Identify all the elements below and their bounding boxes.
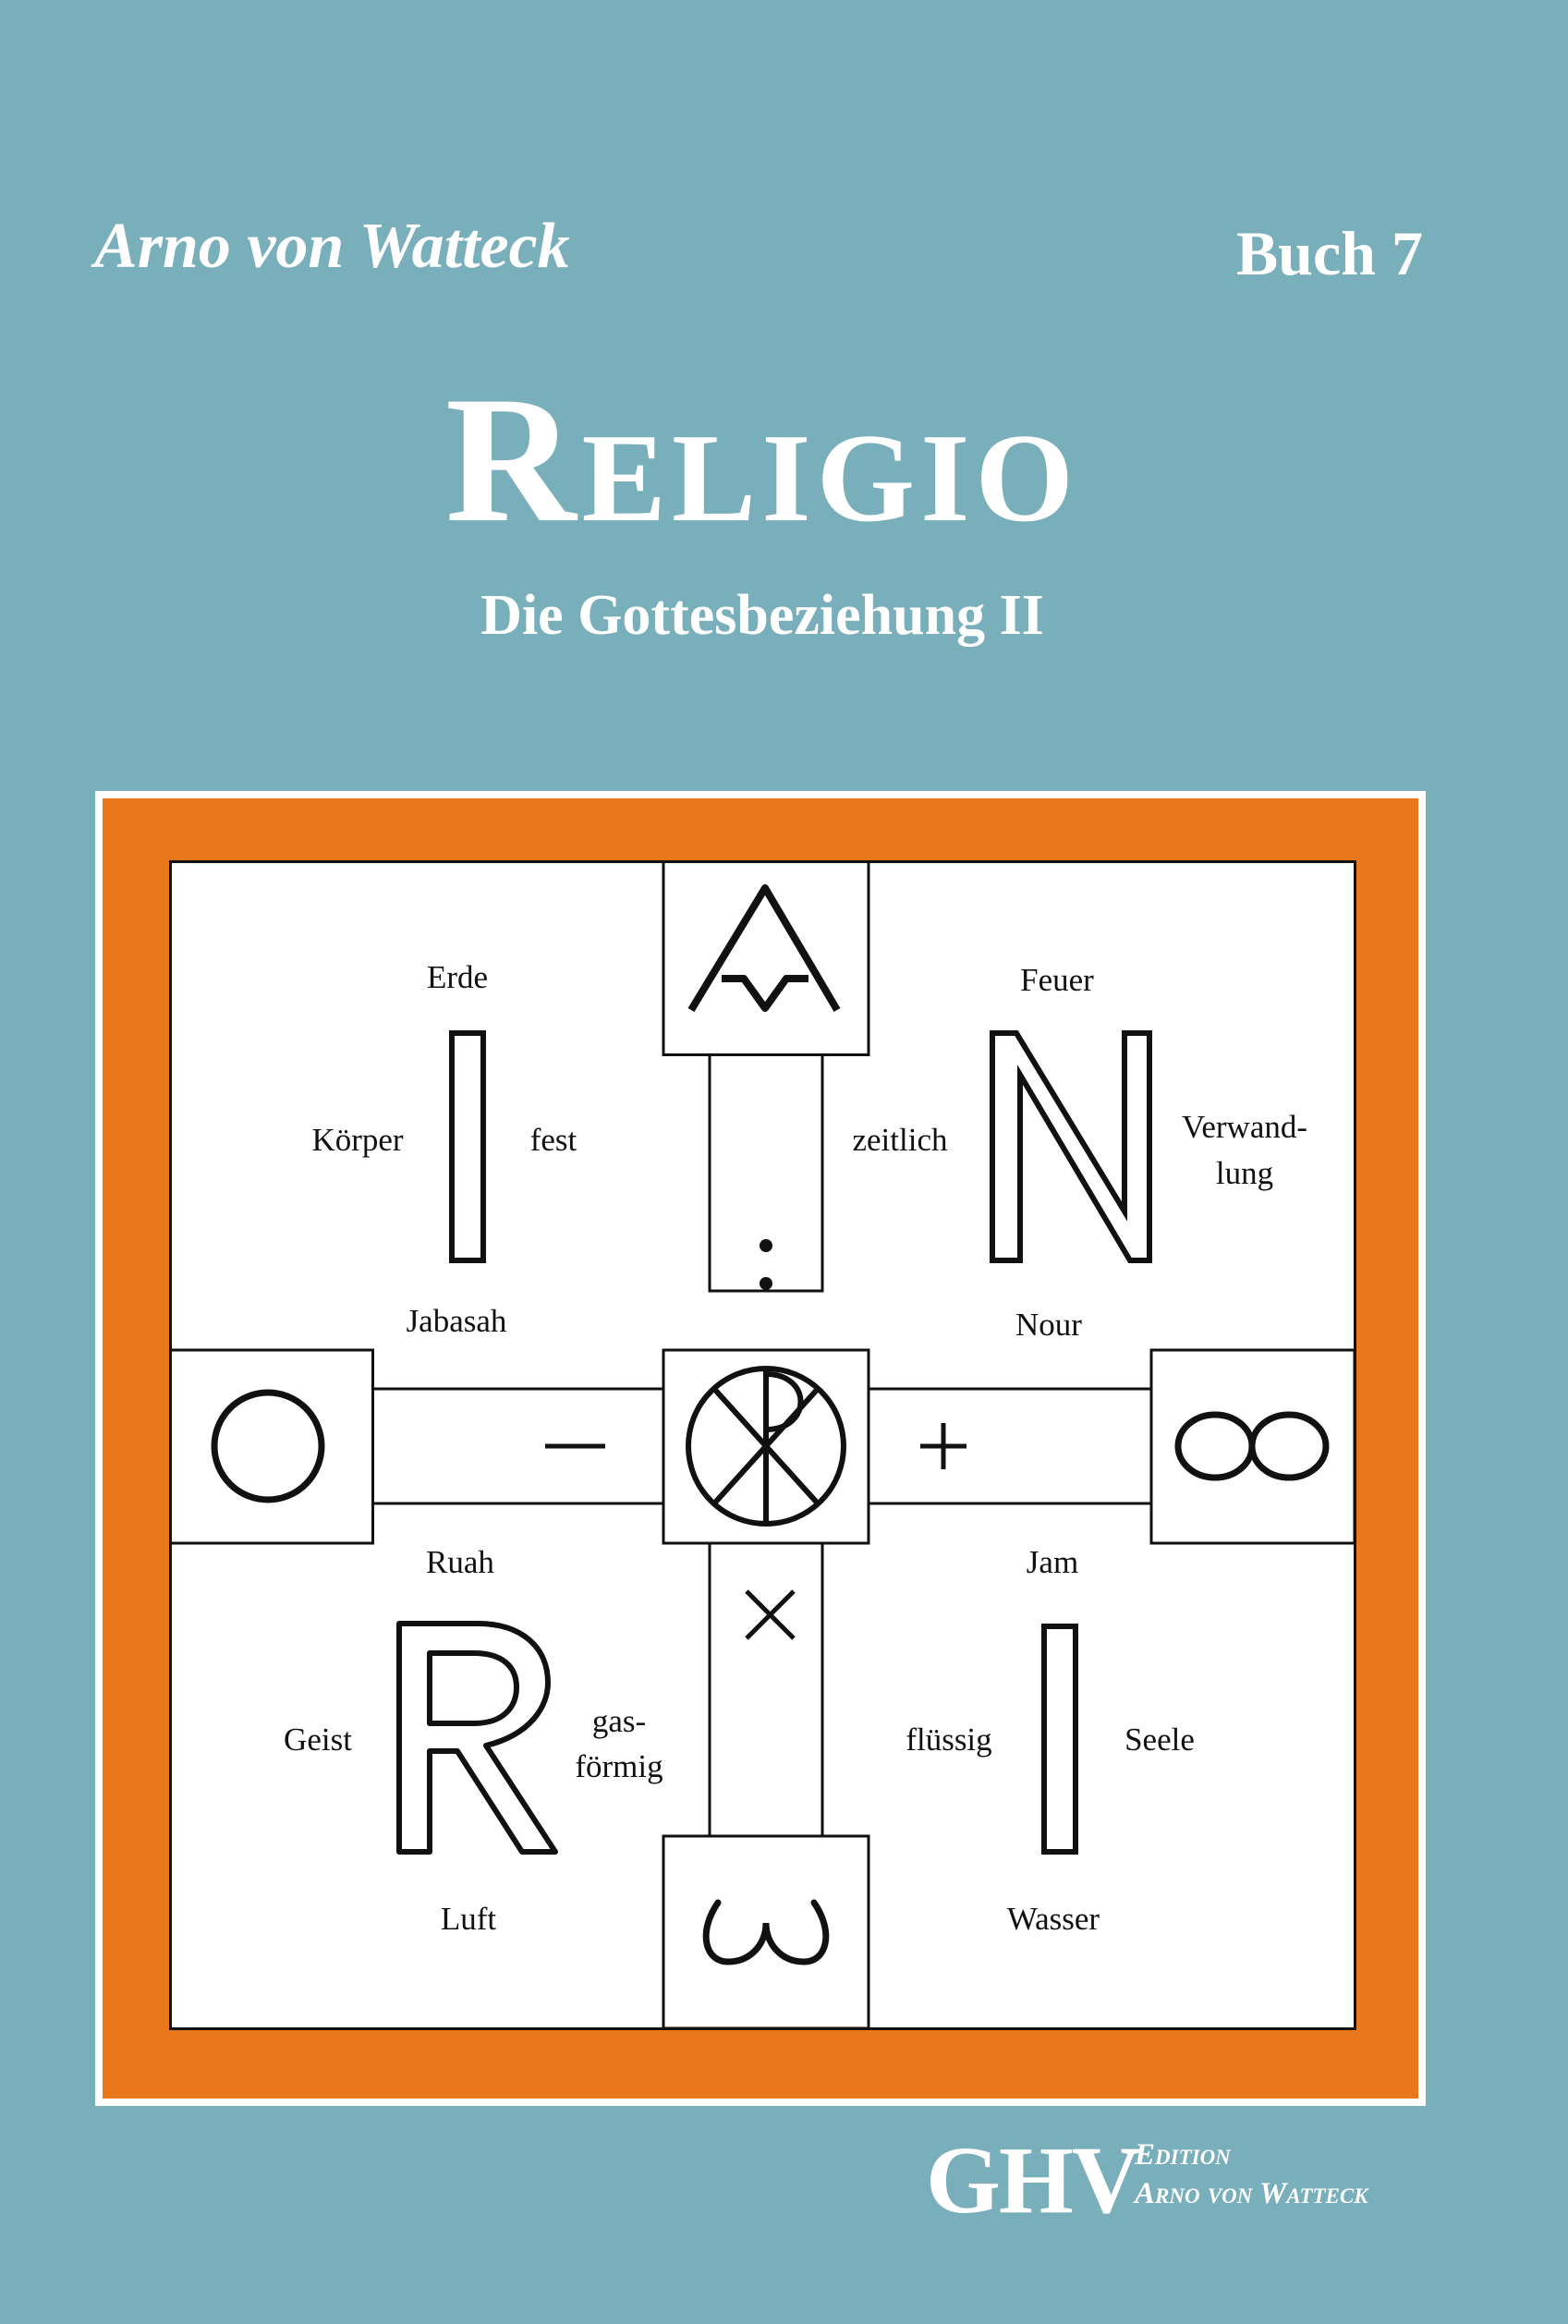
multiply-operator-icon <box>745 1589 796 1640</box>
letter-r-icon <box>396 1621 558 1855</box>
letter-i-upper-icon <box>449 1030 486 1263</box>
omega-icon <box>702 1899 830 1965</box>
tr-right-label-line1: Verwand- <box>1182 1109 1307 1145</box>
tl-top-label: Erde <box>427 959 488 995</box>
br-right-label: Seele <box>1124 1722 1195 1758</box>
tl-bottom-label: Jabasah <box>407 1303 507 1339</box>
author-name: Arno von Watteck <box>94 211 570 282</box>
publisher-logo: GHV Edition Arno von Watteck <box>926 2125 1480 2236</box>
bl-bottom-label: Luft <box>441 1901 497 1937</box>
cross-arm-vertical <box>708 1052 824 1293</box>
book-number: Buch 7 <box>1235 218 1423 288</box>
tr-left-label: zeitlich <box>852 1122 948 1158</box>
tl-left-label: Körper <box>311 1122 403 1158</box>
book-subtitle: Die Gottesbeziehung II <box>480 584 1044 647</box>
cross-arm-horizontal-left <box>370 1387 665 1505</box>
tl-right-label: fest <box>530 1122 577 1158</box>
tr-bottom-label: Nour <box>1015 1307 1082 1343</box>
publisher-ghv: GHV <box>926 2127 1141 2233</box>
publisher-line2: Arno von Watteck <box>1135 2177 1368 2210</box>
bl-left-label: Geist <box>284 1722 352 1758</box>
bl-right-label-line2: förmig <box>575 1748 662 1784</box>
tr-right-label-line2: lung <box>1216 1155 1273 1191</box>
box-left <box>169 1348 374 1545</box>
br-bottom-label: Wasser <box>1007 1901 1100 1937</box>
cross-arm-horizontal-right <box>867 1387 1156 1505</box>
br-left-label: flüssig <box>906 1722 991 1758</box>
publisher-line1: Edition <box>1135 2138 1231 2172</box>
alpha-icon <box>687 884 841 1013</box>
infinity-icon <box>1174 1411 1330 1481</box>
divide-operator-icon <box>760 1239 772 1290</box>
chi-rho-icon <box>686 1366 846 1527</box>
letter-n-icon <box>990 1030 1152 1263</box>
bl-top-label: Ruah <box>426 1544 494 1580</box>
circle-icon <box>211 1389 325 1503</box>
bl-right-label-line1: gas- <box>592 1703 646 1739</box>
letter-i-lower-icon <box>1041 1624 1078 1855</box>
book-title: Religio <box>444 359 1080 560</box>
tr-top-label: Feuer <box>1020 962 1094 998</box>
plus-operator-icon <box>920 1423 966 1469</box>
br-top-label: Jam <box>1027 1544 1078 1580</box>
symbol-diagram: Erde Körper fest Jabasah Feuer zeitlich … <box>169 860 1356 2030</box>
